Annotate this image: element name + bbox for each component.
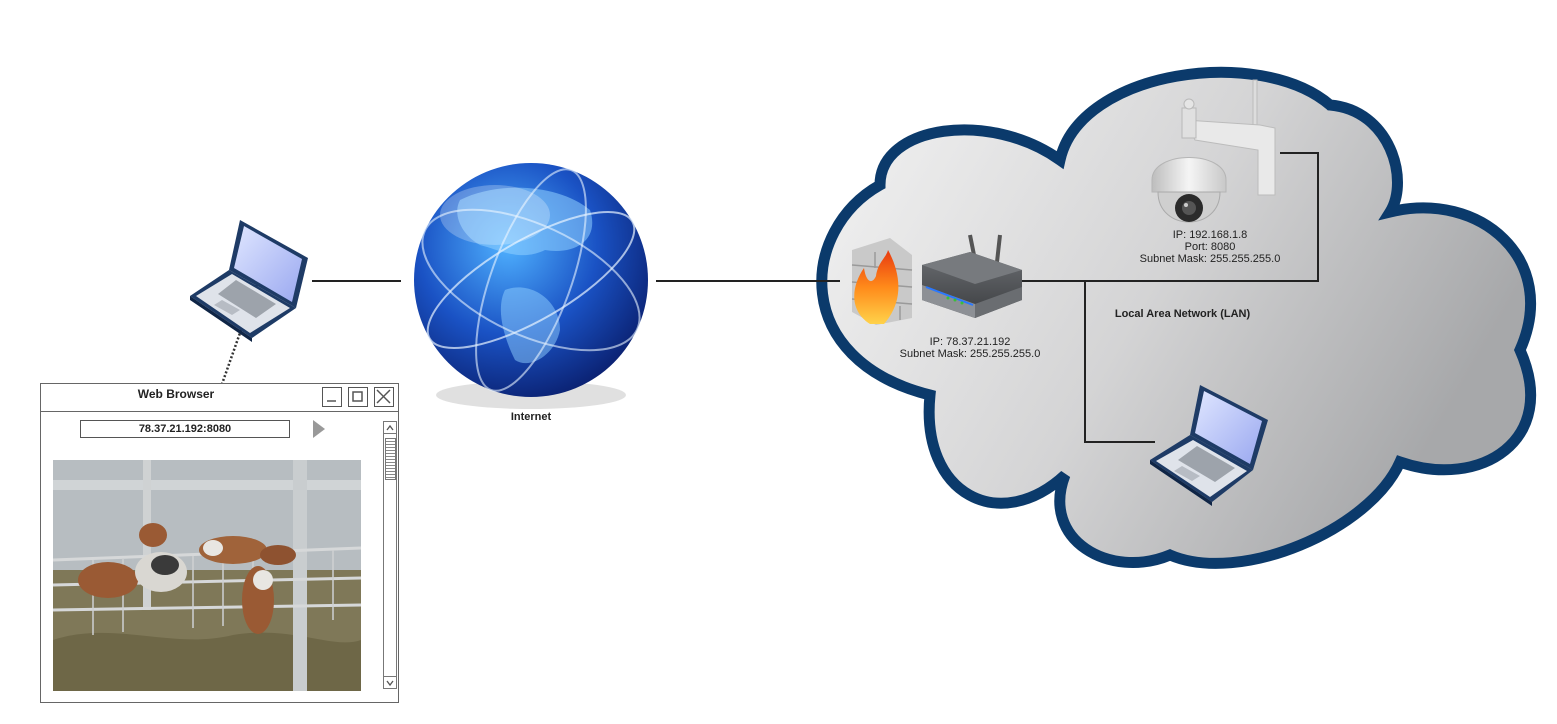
router-ip-label: IP: 78.37.21.192 bbox=[929, 336, 1011, 348]
close-button[interactable] bbox=[374, 387, 394, 407]
router-subnet-label: Subnet Mask: 255.255.255.0 bbox=[899, 348, 1041, 360]
go-arrow-icon[interactable] bbox=[313, 420, 325, 438]
title-bar-divider bbox=[41, 411, 398, 412]
lan-laptop-icon bbox=[1150, 385, 1268, 506]
scroll-down-button[interactable] bbox=[384, 676, 396, 688]
close-icon bbox=[376, 389, 391, 404]
chevron-down-icon bbox=[386, 680, 394, 687]
scroll-up-button[interactable] bbox=[384, 422, 396, 434]
cow-barn-image bbox=[53, 460, 361, 691]
remote-laptop-icon bbox=[190, 220, 308, 342]
router-icon bbox=[922, 234, 1022, 318]
vertical-scrollbar[interactable] bbox=[383, 421, 397, 689]
router-lan-laptop-link bbox=[1084, 281, 1155, 443]
maximize-button[interactable] bbox=[348, 387, 368, 407]
maximize-icon bbox=[352, 391, 363, 402]
lan-cloud bbox=[816, 66, 1537, 569]
minimize-button[interactable] bbox=[322, 387, 342, 407]
camera-subnet-label: Subnet Mask: 255.255.255.0 bbox=[1139, 253, 1281, 265]
camera-ip-label: IP: 192.168.1.8 bbox=[1172, 229, 1248, 241]
globe-icon bbox=[414, 163, 648, 409]
internet-label: Internet bbox=[510, 411, 552, 423]
camera-port-label: Port: 8080 bbox=[1184, 241, 1236, 253]
address-bar[interactable]: 78.37.21.192:8080 bbox=[80, 420, 290, 438]
scroll-thumb[interactable] bbox=[385, 438, 396, 480]
ip-camera-icon bbox=[1151, 79, 1276, 223]
browser-title: Web Browser bbox=[137, 387, 215, 401]
web-browser-window: Web Browser 78.37.21.192:8080 bbox=[40, 383, 399, 703]
minimize-icon bbox=[327, 400, 336, 402]
router-camera-link bbox=[1022, 152, 1319, 282]
firewall-icon bbox=[851, 238, 913, 325]
lan-label: Local Area Network (LAN) bbox=[1114, 308, 1251, 320]
chevron-up-icon bbox=[386, 424, 394, 431]
